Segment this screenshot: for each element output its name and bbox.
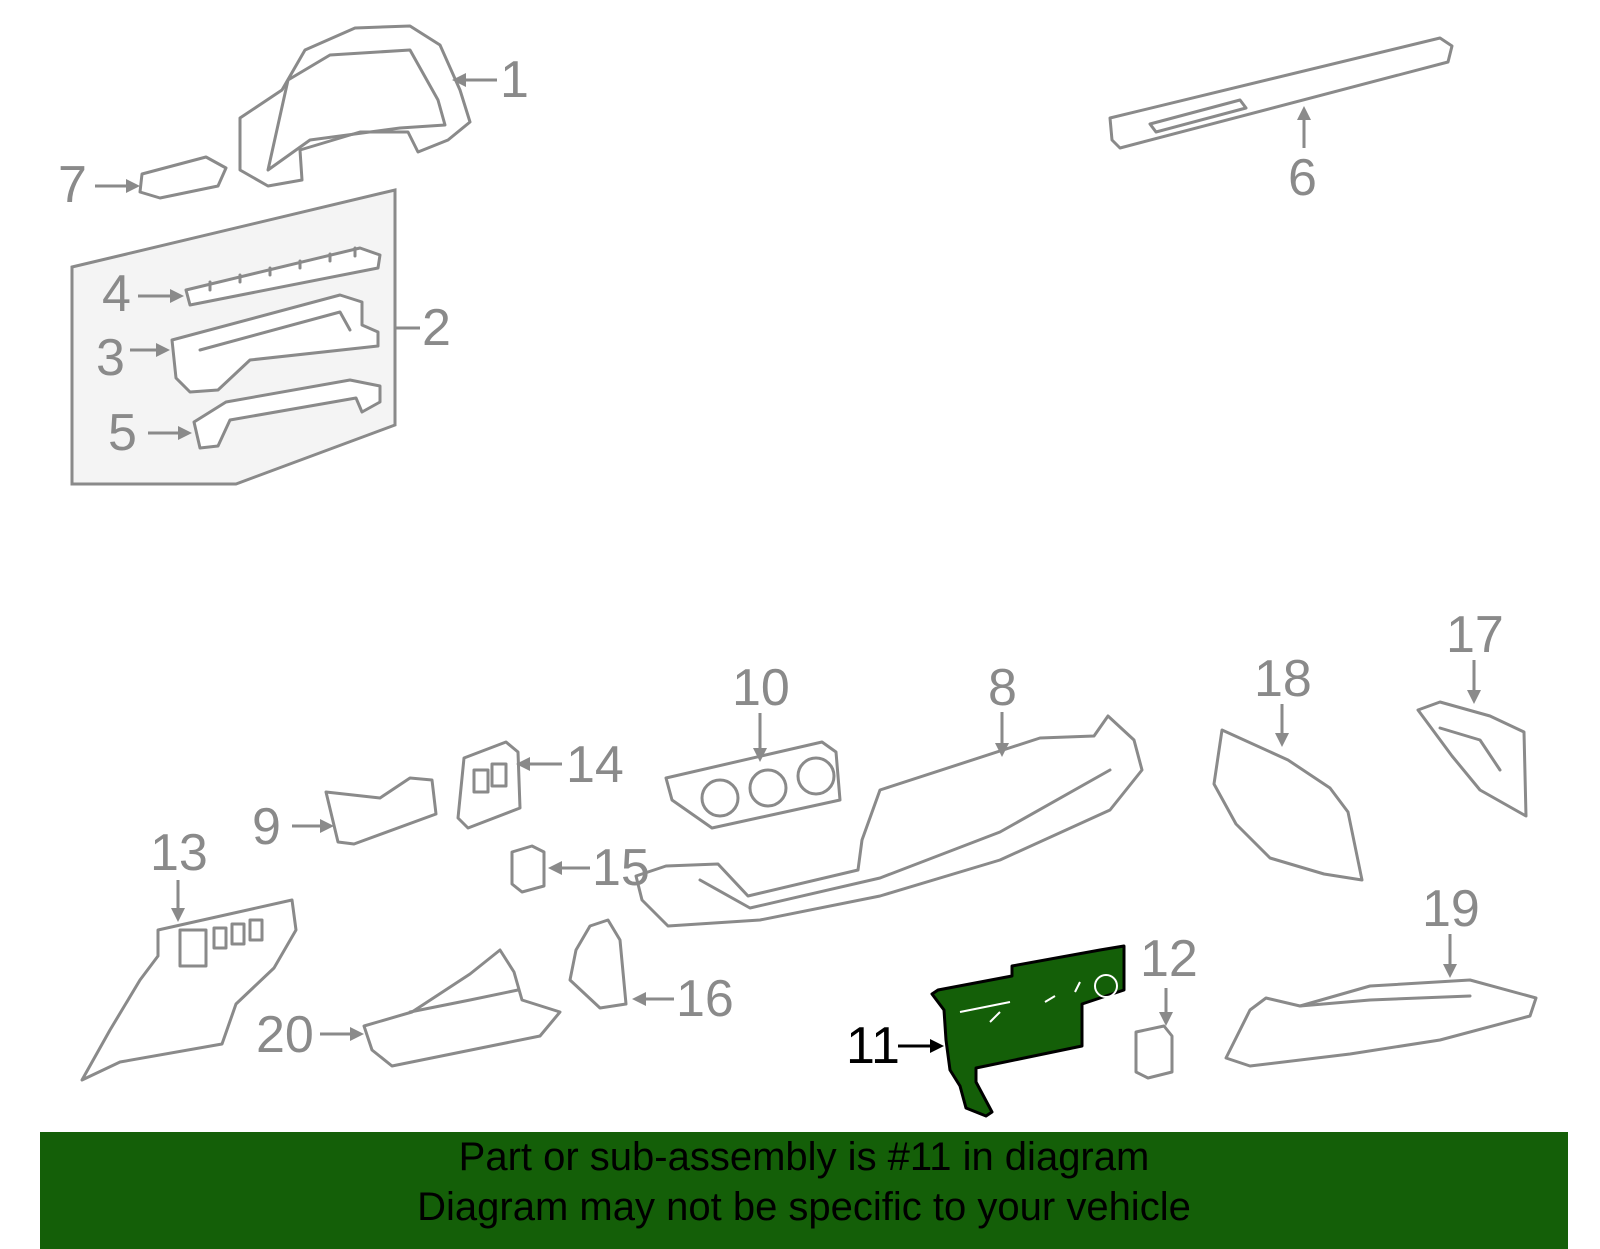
part-16-shape[interactable] [568,918,628,1010]
banner-line-2: Diagram may not be specific to your vehi… [417,1185,1191,1229]
part-1-shape[interactable] [238,24,472,188]
part-15-shape[interactable] [510,844,546,894]
part-19-shape[interactable] [1224,978,1538,1068]
info-banner: Part or sub-assembly is #11 in diagram D… [40,1132,1568,1249]
callout-10: 10 [732,659,790,717]
part-3-shape[interactable] [170,293,380,394]
part-9-shape[interactable] [324,776,438,846]
callout-19: 19 [1422,880,1480,938]
callout-9: 9 [252,798,281,856]
part-8-shape[interactable] [634,714,1144,928]
callout-15: 15 [592,839,650,897]
callout-14: 14 [566,736,624,794]
part-4-shape[interactable] [184,246,382,307]
callout-2: 2 [422,299,451,357]
callout-8: 8 [988,659,1017,717]
callout-7: 7 [58,156,87,214]
callout-6: 6 [1288,149,1317,207]
callout-3: 3 [96,329,125,387]
callout-13: 13 [150,824,208,882]
part-11-shape[interactable] [930,944,1126,1118]
callout-18: 18 [1254,650,1312,708]
callout-12: 12 [1140,930,1198,988]
callout-4: 4 [102,265,131,323]
part-12-shape[interactable] [1134,1024,1174,1080]
callout-16: 16 [676,970,734,1028]
callout-11: 11 [846,1017,900,1075]
part-14-shape[interactable] [456,740,522,830]
part-18-shape[interactable] [1212,728,1364,882]
part-10-shape[interactable] [664,740,842,830]
callout-17: 17 [1446,606,1504,664]
part-17-shape[interactable] [1416,700,1528,818]
part-5-shape[interactable] [192,378,382,450]
banner-line-1: Part or sub-assembly is #11 in diagram [458,1135,1150,1179]
part-6-shape[interactable] [1108,36,1454,150]
part-7-shape[interactable] [138,155,228,200]
callout-20: 20 [256,1006,314,1064]
part-13-shape[interactable] [80,898,298,1082]
callout-5: 5 [108,404,137,462]
part-20-shape[interactable] [362,948,562,1068]
callout-1: 1 [500,51,529,109]
